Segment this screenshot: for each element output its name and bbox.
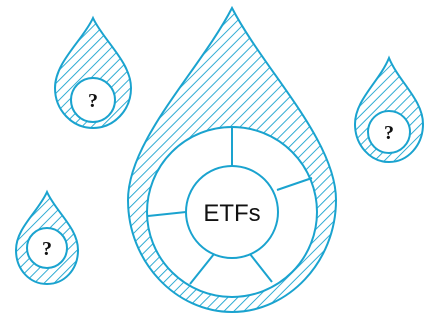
question-mark: ? bbox=[42, 238, 52, 260]
question-mark: ? bbox=[384, 122, 394, 144]
ring-divider bbox=[249, 253, 273, 283]
small-drop-circle bbox=[26, 227, 68, 269]
small-drop-top-left: ? bbox=[53, 15, 133, 130]
small-drop-circle bbox=[70, 77, 116, 123]
ring-divider bbox=[276, 177, 313, 191]
ring-divider bbox=[147, 211, 187, 217]
small-drop-circle bbox=[367, 110, 411, 154]
central-drop-label: ETFs bbox=[203, 200, 260, 227]
question-mark: ? bbox=[88, 90, 98, 112]
ring-divider bbox=[189, 253, 215, 285]
small-drop-bottom-left: ? bbox=[14, 189, 80, 286]
central-drop: ETFs bbox=[126, 5, 338, 314]
small-drop-right: ? bbox=[353, 55, 425, 164]
ring-segment-dividers bbox=[147, 127, 313, 285]
